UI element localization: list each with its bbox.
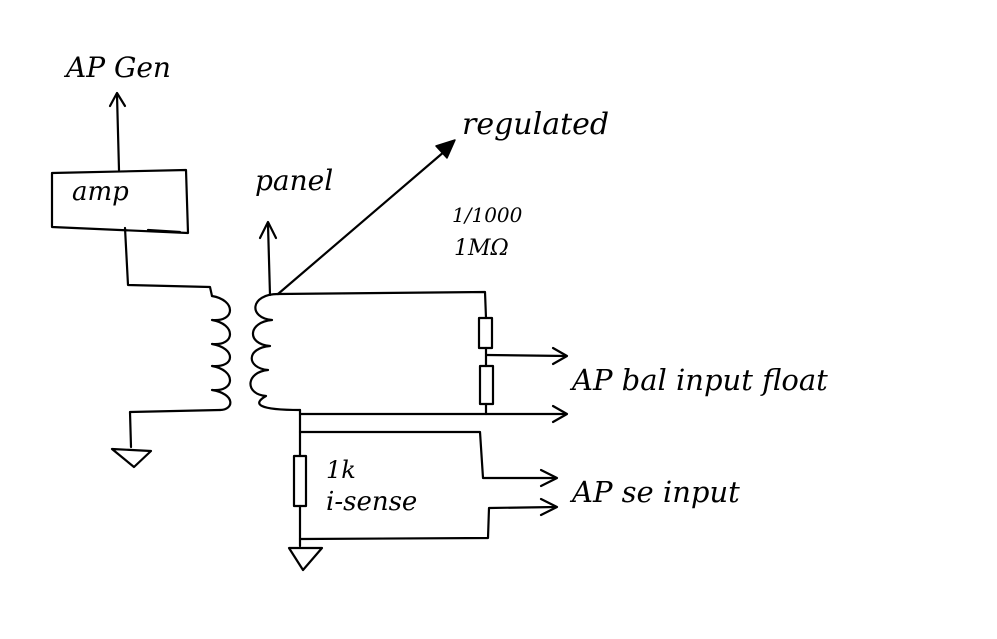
primary-winding (210, 294, 232, 412)
primary-ground-wire (128, 408, 222, 449)
bal-input-arrow-bottom (298, 404, 569, 424)
amp-block (50, 168, 190, 235)
regulated-label: regulated (462, 107, 609, 142)
amp-output-mark (146, 228, 182, 234)
panel-label: panel (255, 164, 333, 197)
secondary-winding (249, 292, 302, 412)
ap-gen-label: AP Gen (63, 51, 171, 84)
regulated-arrow (276, 139, 456, 296)
se-input-top-arrowhead (539, 468, 559, 488)
se-input-top-wire (298, 430, 558, 480)
sense-name-label: i-sense (326, 487, 417, 517)
ap-bal-input-float-label: AP bal input float (569, 363, 828, 397)
sense-resistor (292, 454, 308, 508)
divider-resistor-bottom (478, 364, 495, 406)
se-input-bottom-arrowhead (539, 497, 559, 517)
divider-ratio-label: 1/1000 (452, 203, 523, 227)
ground-symbol-primary (110, 447, 153, 469)
sense-value-label: 1k (326, 456, 356, 484)
amp-output-wire (123, 226, 214, 298)
bal-input-arrow-top (485, 346, 569, 366)
ap-gen-arrow (108, 91, 127, 172)
ap-se-input-label: AP se input (569, 475, 740, 509)
panel-arrow (258, 220, 278, 297)
divider-resistor-top (477, 316, 494, 350)
se-input-bottom-wire (298, 505, 558, 541)
secondary-top-wire (276, 290, 488, 320)
amp-label: amp (72, 177, 129, 207)
ground-symbol-secondary (287, 546, 324, 572)
divider-resistance-label: 1MΩ (454, 236, 509, 261)
